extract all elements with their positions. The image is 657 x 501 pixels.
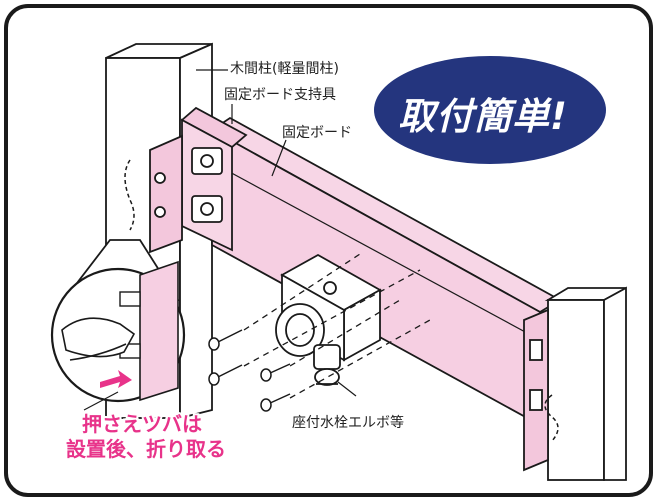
right-bracket <box>523 308 549 472</box>
right-tab-dashed-outline <box>544 394 559 442</box>
tab-note-line1: 押さえツバは <box>82 412 202 436</box>
screw-guide-lines <box>243 253 431 399</box>
tab-note-line2: 設置後、折り取る <box>66 437 226 461</box>
bracket-label: 固定ボード支持具 <box>224 87 336 103</box>
screws <box>208 329 291 412</box>
left-bracket <box>149 106 248 254</box>
badge-title: 取付簡単! <box>398 95 568 138</box>
badge-ellipse <box>374 56 606 164</box>
tab-note: 押さえツバは 設置後、折り取る <box>66 412 226 462</box>
elbow-label: 座付水栓エルボ等 <box>292 415 404 431</box>
elbow-fitting <box>275 253 382 386</box>
screw <box>260 393 291 412</box>
screw <box>208 329 243 351</box>
note-leader-line <box>83 391 119 411</box>
arrow-right-icon <box>100 370 132 388</box>
tab-dashed-outline <box>124 159 135 231</box>
pliers-icon <box>61 317 136 358</box>
right-stud <box>544 286 627 481</box>
screw <box>260 363 291 382</box>
board-label: 固定ボード <box>282 125 352 141</box>
zoom-callout <box>50 239 186 403</box>
wood-stud-label: 木間柱(軽量間柱) <box>230 61 339 77</box>
screw <box>208 364 243 386</box>
label-leader-lines <box>196 69 357 397</box>
